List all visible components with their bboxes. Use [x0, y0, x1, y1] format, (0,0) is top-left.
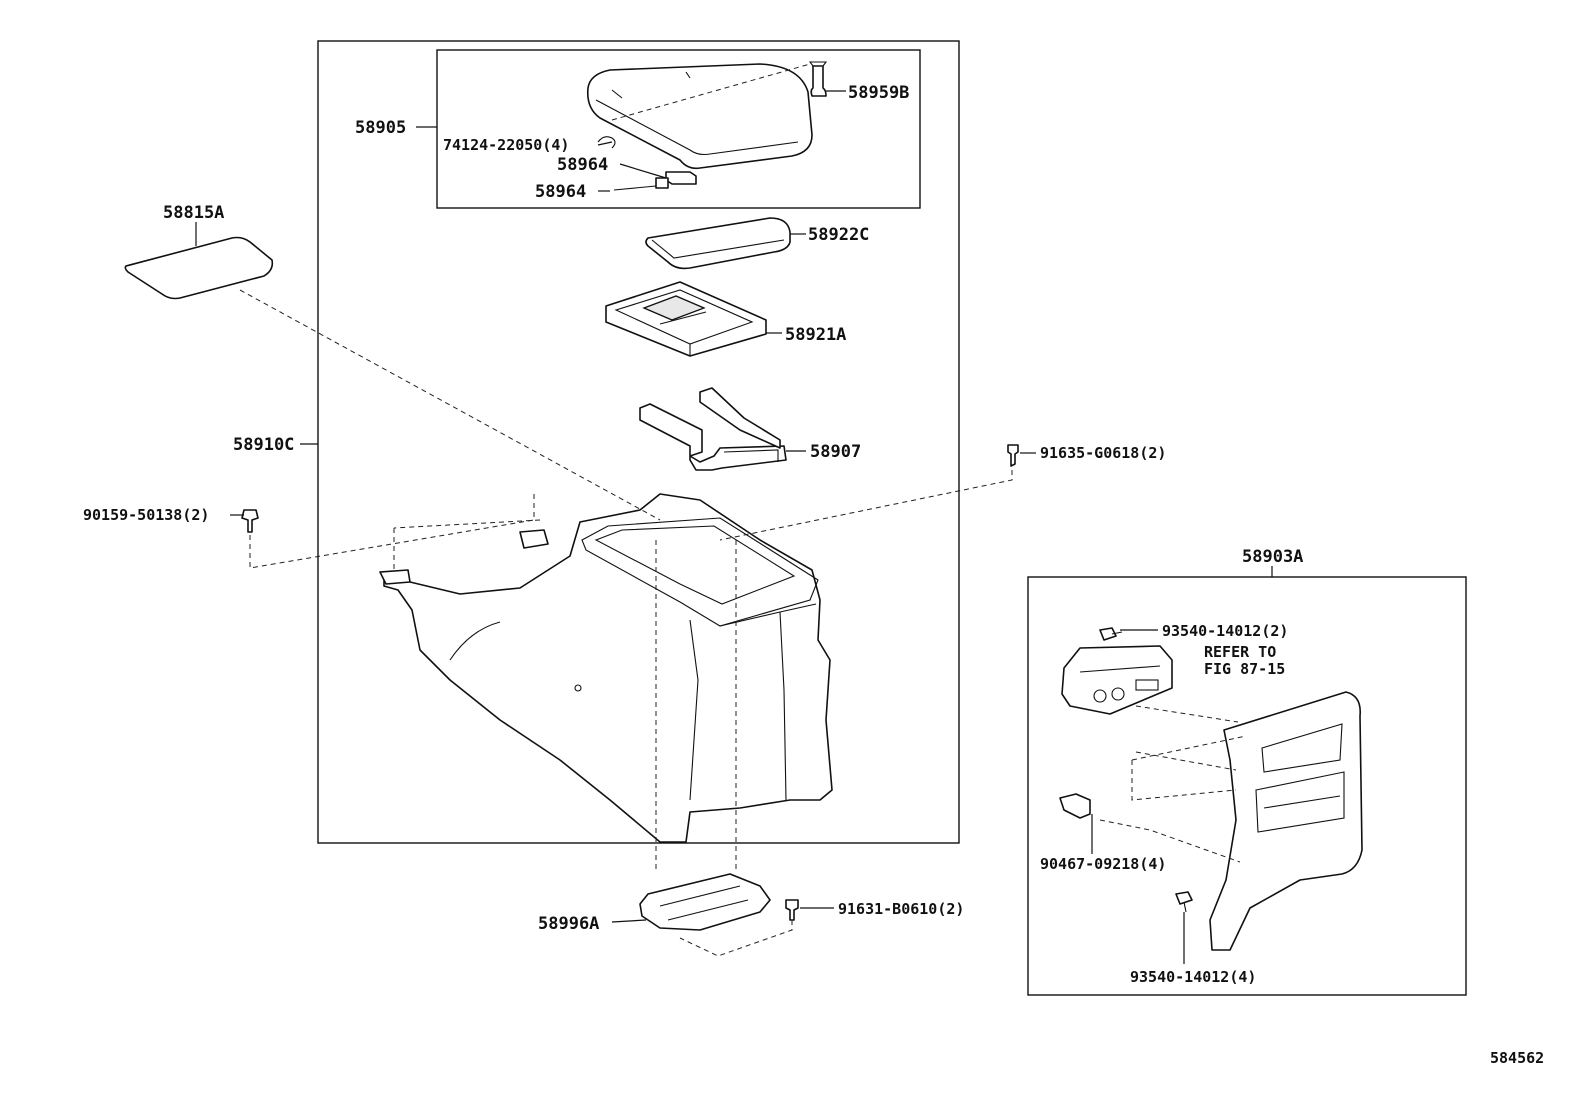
- hinge-bracket-58907-part: [639, 387, 787, 471]
- label-91631-b0610: 91631-B0610(2): [838, 900, 964, 918]
- screw-93540-lower-part: [1175, 891, 1193, 913]
- rear-panel-part: [1209, 691, 1363, 951]
- screw-91635-part: [1007, 444, 1019, 467]
- rear-panel-assembly-frame: [1027, 576, 1467, 996]
- armrest-subassembly-frame: [436, 49, 921, 209]
- clip-58964-lower-part: [613, 177, 669, 191]
- armrest-lid-part: [586, 63, 813, 170]
- screw-93540-upper-part: [1099, 627, 1123, 641]
- bracket-58996a-part: [639, 873, 771, 931]
- label-58964-upper: 58964: [557, 155, 608, 175]
- leader-lines: [195, 90, 1273, 964]
- assembly-dashed-lines: [239, 63, 1247, 957]
- hinge-74124-part: [597, 136, 616, 149]
- screw-58959b-part: [808, 61, 828, 97]
- label-90159-50138: 90159-50138(2): [83, 506, 209, 524]
- label-58959b: 58959B: [848, 83, 909, 103]
- label-90467-09218: 90467-09218(4): [1040, 855, 1166, 873]
- label-58964-lower: 58964: [535, 182, 586, 202]
- refer-to-text: REFER TO: [1204, 643, 1276, 661]
- mat-58815a-part: [124, 236, 274, 300]
- label-58907: 58907: [810, 442, 861, 462]
- label-58815a: 58815A: [163, 203, 224, 223]
- diagram-number: 584562: [1490, 1049, 1544, 1067]
- label-91635-g0618: 91635-G0618(2): [1040, 444, 1166, 462]
- console-assembly-frame: [317, 40, 960, 844]
- label-58905: 58905: [355, 118, 406, 138]
- label-58910c: 58910C: [233, 435, 294, 455]
- label-93540-14012-upper: 93540-14012(2): [1162, 622, 1288, 640]
- tray-cover-58922c-part: [645, 217, 791, 270]
- tray-box-58921a-part: [605, 281, 767, 357]
- label-58922c: 58922C: [808, 225, 869, 245]
- label-58921a: 58921A: [785, 325, 846, 345]
- refer-fig-text: FIG 87-15: [1204, 660, 1285, 678]
- label-93540-14012-lower: 93540-14012(4): [1130, 968, 1256, 986]
- label-58903a: 58903A: [1242, 547, 1303, 567]
- clip-58964-upper-part: [665, 171, 697, 185]
- clip-90467-part: [1059, 793, 1091, 819]
- label-58996a: 58996A: [538, 914, 599, 934]
- screw-91631-part: [785, 899, 799, 921]
- console-body-58910c-part: [379, 493, 833, 843]
- vent-unit-part: [1061, 645, 1173, 715]
- screw-90159-part: [241, 509, 259, 533]
- label-74124-22050: 74124-22050(4): [443, 136, 569, 154]
